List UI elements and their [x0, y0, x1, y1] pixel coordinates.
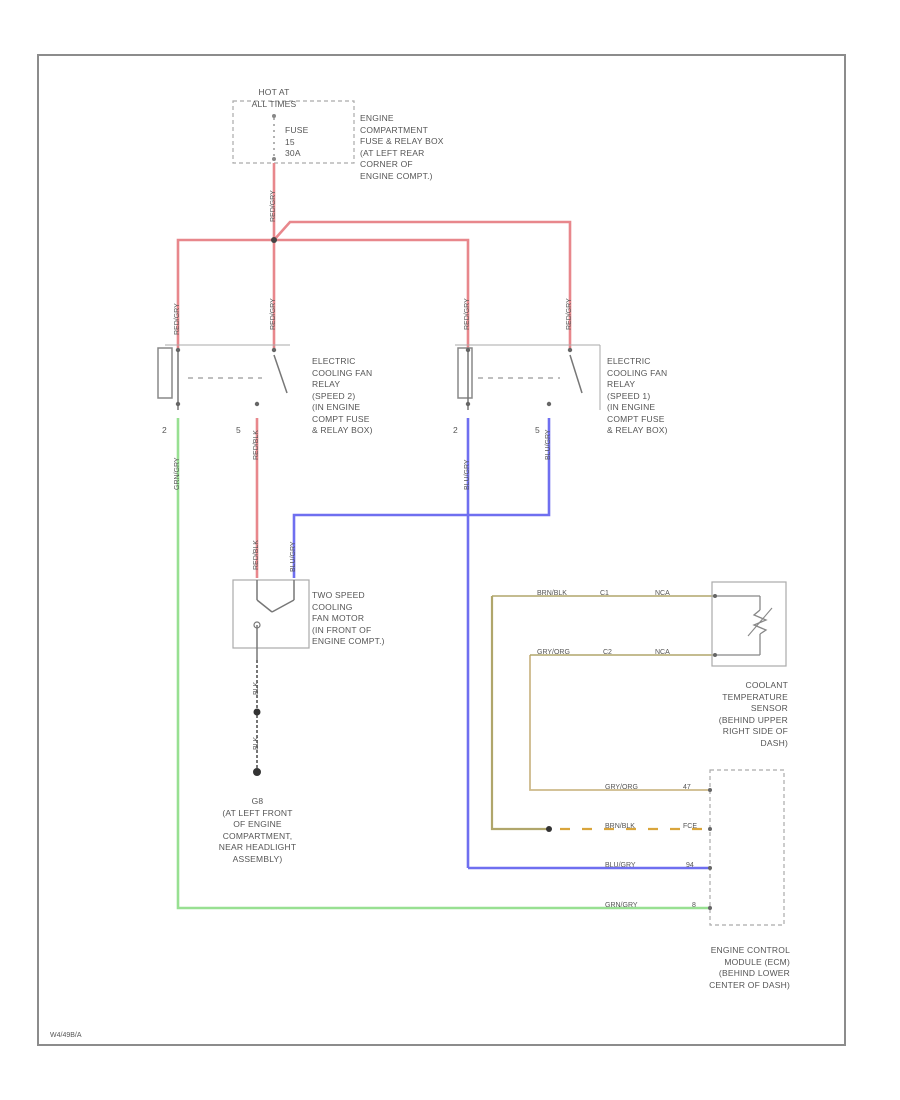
olive-wire — [490, 596, 548, 831]
footer-code: W4/49B/A — [50, 1032, 82, 1039]
wire-label-relay2-out: RED/BLK — [253, 430, 260, 460]
ecm-label: ENGINE CONTROL MODULE (ECM) (BEHIND LOWE… — [709, 945, 790, 990]
relay-speed1-label: ELECTRIC COOLING FAN RELAY (SPEED 1) (IN… — [607, 356, 668, 435]
fan-motor-symbol — [232, 579, 310, 660]
ecm-pin-wire-label: BRN/BLK — [605, 823, 635, 830]
fuse-label: FUSE 15 30A — [285, 125, 309, 158]
coolant-sensor-symbol — [711, 581, 787, 667]
green-wire — [176, 418, 710, 910]
relay-speed1-pin-right: 5 — [535, 425, 540, 435]
wire-label-motor-red: RED/BLK — [253, 540, 260, 570]
wire-label-motor-blue: BLU/GRY — [290, 541, 297, 572]
wire-label-feed-mid: RED/GRY — [270, 298, 277, 330]
ecm-pin-number: 8 — [692, 902, 696, 909]
ecm-pin-wire-label: BLU/GRY — [605, 862, 636, 869]
ground-wire — [253, 660, 261, 776]
relay-speed1-pin-left: 2 — [453, 425, 458, 435]
diagram-border — [37, 54, 846, 1046]
fuse-box-location-label: ENGINE COMPARTMENT FUSE & RELAY BOX (AT … — [360, 113, 444, 181]
relay-speed2-pin-right: 5 — [236, 425, 241, 435]
wire-label-relay1-out: BLU/GRY — [545, 429, 552, 460]
wire-label-feed: RED/GRY — [270, 190, 277, 222]
wire-label-relay2-ctrl: GRN/GRY — [174, 457, 181, 490]
ecm-pin-wire-label: GRY/ORG — [605, 784, 638, 791]
wire-label-ground-b: BLK — [253, 736, 260, 750]
wire-label-feed-left: RED/GRY — [174, 303, 181, 335]
ecm-pin-number: 94 — [686, 862, 694, 869]
red-feed-wires — [176, 163, 572, 578]
relay-speed2 — [157, 344, 290, 410]
wire-label-ground-a: BLK — [253, 681, 260, 695]
sensor-bottom-wire-label: GRY/ORG — [537, 649, 570, 656]
relay-speed2-label: ELECTRIC COOLING FAN RELAY (SPEED 2) (IN… — [312, 356, 373, 435]
coolant-sensor-label: COOLANT TEMPERATURE SENSOR (BEHIND UPPER… — [718, 680, 788, 748]
fan-motor-label: TWO SPEED COOLING FAN MOTOR (IN FRONT OF… — [312, 590, 385, 646]
wire-label-feed-right-b: RED/GRY — [566, 298, 573, 330]
hot-at-all-times-label: HOT AT ALL TIMES — [251, 87, 297, 109]
sensor-top-wire-label: BRN/BLK — [537, 590, 567, 597]
relay-speed2-pin-left: 2 — [162, 425, 167, 435]
ecm-pins — [708, 788, 712, 910]
ecm-pin-wire-label: GRN/GRY — [605, 902, 638, 909]
sensor-top-harness-label: NCA — [655, 590, 670, 597]
splice-dot — [271, 237, 277, 243]
wire-label-relay1-ctrl: BLU/GRY — [464, 459, 471, 490]
sensor-top-pin-label: C1 — [600, 590, 609, 597]
ground-label: G8 (AT LEFT FRONT OF ENGINE COMPARTMENT,… — [218, 796, 297, 864]
ecm-pin-number: 47 — [683, 784, 691, 791]
tan-wire — [529, 655, 710, 791]
relay-speed1 — [455, 344, 601, 410]
sensor-bottom-harness-label: NCA — [655, 649, 670, 656]
ecm-pin-number: FCE — [683, 823, 697, 830]
blue-wires — [292, 418, 710, 870]
ecm-outline — [709, 769, 785, 926]
wire-label-feed-right-a: RED/GRY — [464, 298, 471, 330]
sensor-bottom-pin-label: C2 — [603, 649, 612, 656]
